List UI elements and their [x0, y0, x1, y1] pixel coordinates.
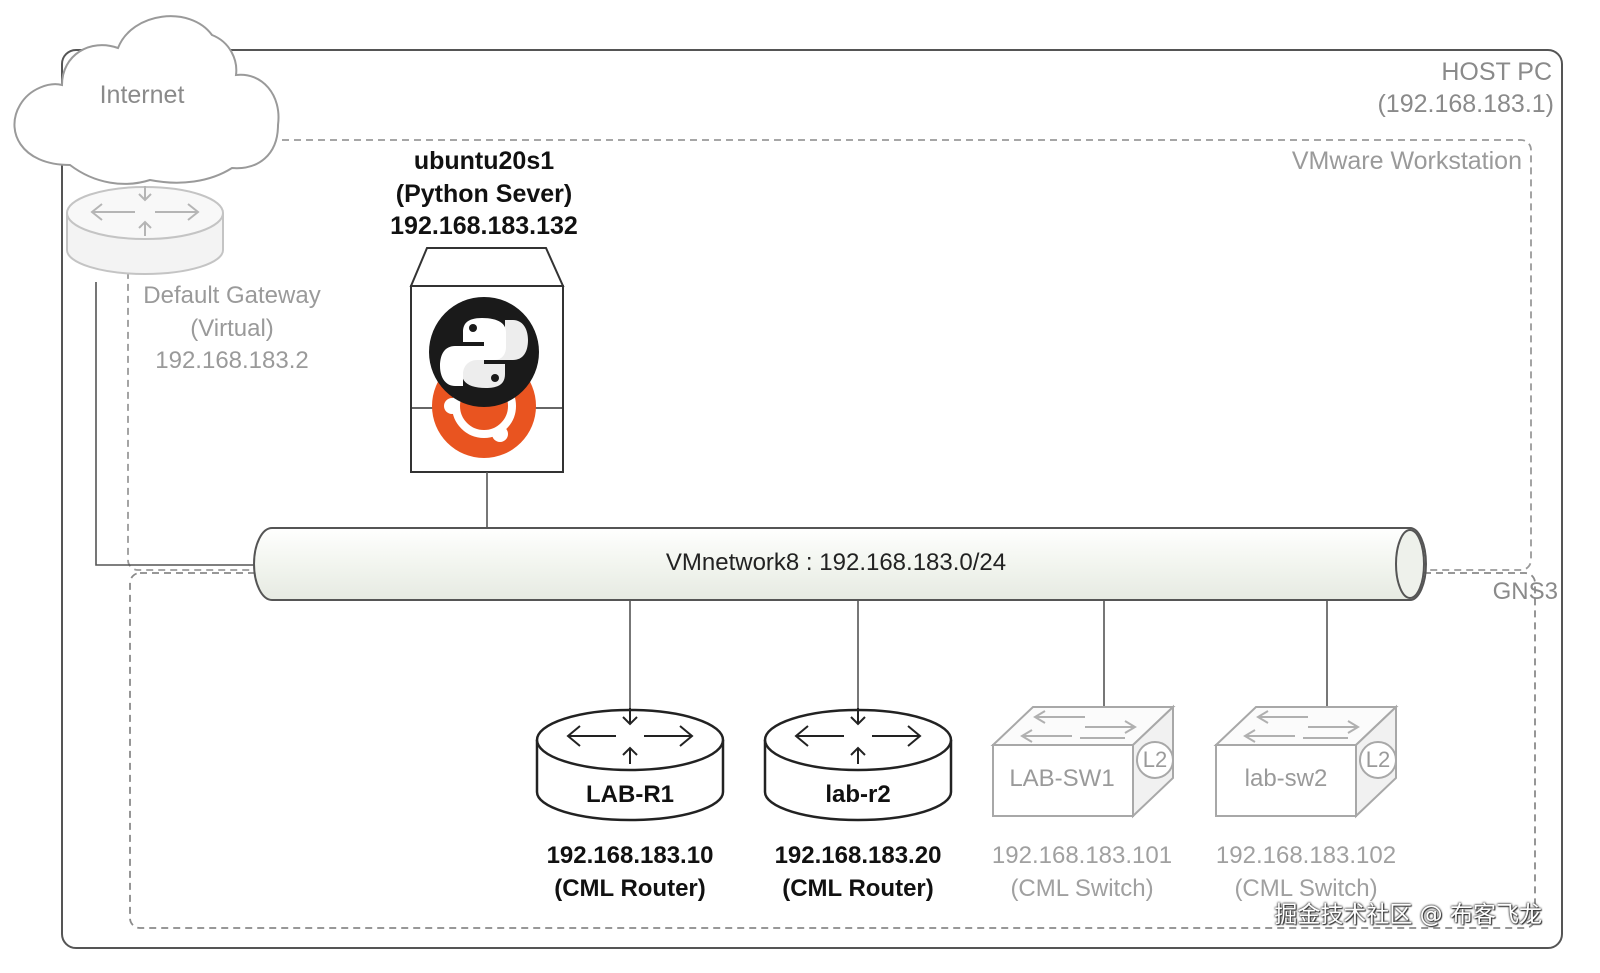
device-name-lab-r2: lab-r2	[825, 781, 891, 808]
device-name-lab-r1: LAB-R1	[586, 781, 674, 808]
server-ip: 192.168.183.132	[390, 212, 578, 240]
server-name: ubuntu20s1	[413, 147, 555, 175]
device-badge-lab-sw2: L2	[1365, 747, 1391, 772]
gns3-label: GNS3	[1492, 578, 1558, 605]
vmware-frame	[127, 139, 1532, 571]
device-role-lab-sw1: (CML Switch)	[1010, 875, 1154, 902]
device-name-lab-sw1: LAB-SW1	[1009, 765, 1115, 792]
switch-icon-lab-sw1	[990, 704, 1176, 819]
gateway-ip: 192.168.183.2	[155, 347, 309, 374]
device-ip-lab-r2: 192.168.183.20	[774, 842, 942, 869]
internet-label: Internet	[99, 81, 185, 109]
device-badge-lab-sw1: L2	[1142, 747, 1168, 772]
host-pc-frame	[61, 49, 1563, 949]
gateway-link	[95, 282, 255, 566]
router-icon-lab-r2	[763, 708, 953, 822]
router-icon-lab-r1	[535, 708, 725, 822]
network-label: VMnetwork8 : 192.168.183.0/24	[665, 549, 1007, 576]
host-pc-ip: (192.168.183.1)	[1377, 90, 1554, 118]
watermark: 掘金技术社区 @ 布客飞龙	[1274, 902, 1542, 928]
switch-icon-lab-sw2	[1213, 704, 1399, 819]
vmware-label: VMware Workstation	[1291, 147, 1522, 175]
internet-cloud	[13, 15, 280, 185]
device-role-lab-r2: (CML Router)	[782, 875, 934, 902]
host-pc-name: HOST PC	[1441, 58, 1552, 86]
gateway-type: (Virtual)	[190, 315, 274, 342]
gateway-name: Default Gateway	[143, 282, 321, 309]
device-name-lab-sw2: lab-sw2	[1244, 765, 1328, 792]
network-pipe	[253, 527, 1427, 601]
device-ip-lab-r1: 192.168.183.10	[546, 842, 714, 869]
device-role-lab-sw2: (CML Switch)	[1234, 875, 1378, 902]
gateway-router-icon	[66, 186, 224, 275]
server-role: (Python Sever)	[395, 180, 573, 208]
device-ip-lab-sw1: 192.168.183.101	[991, 842, 1173, 869]
device-role-lab-r1: (CML Router)	[554, 875, 706, 902]
device-ip-lab-sw2: 192.168.183.102	[1215, 842, 1397, 869]
python-logo-icon	[429, 297, 539, 407]
